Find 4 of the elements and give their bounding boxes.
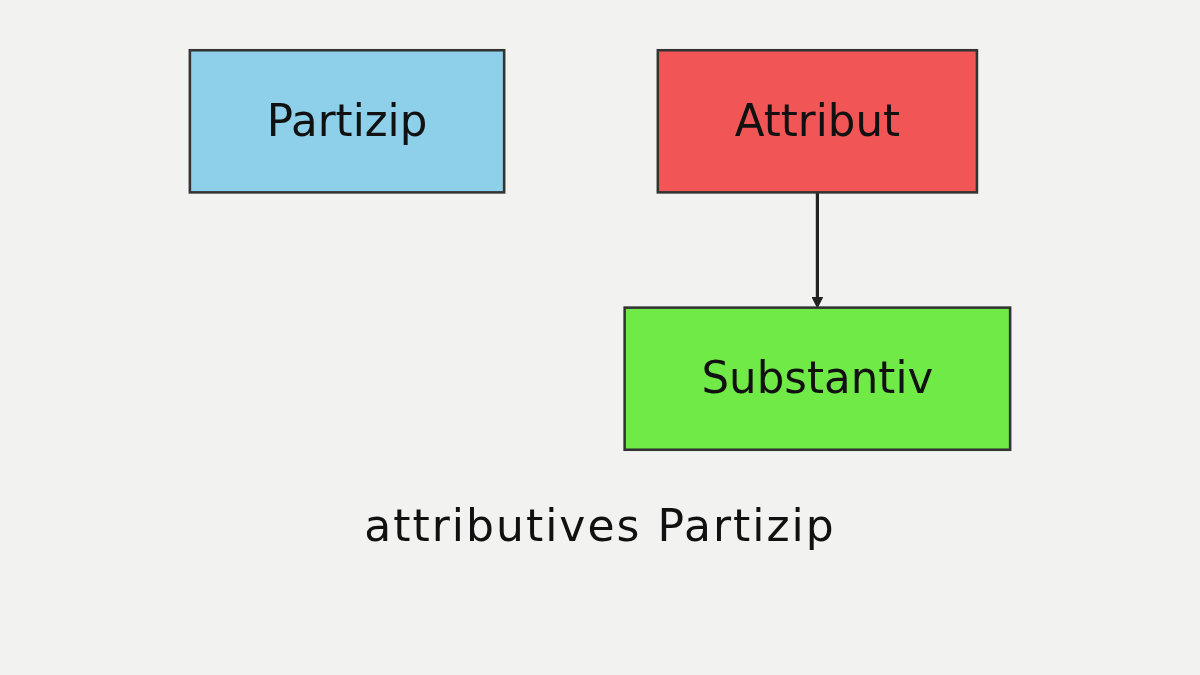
node-box: Substantiv — [623, 306, 1012, 452]
node-box: Attribut — [656, 48, 979, 194]
node-box: Partizip — [188, 48, 506, 194]
label-text: attributives Partizip — [364, 500, 836, 551]
